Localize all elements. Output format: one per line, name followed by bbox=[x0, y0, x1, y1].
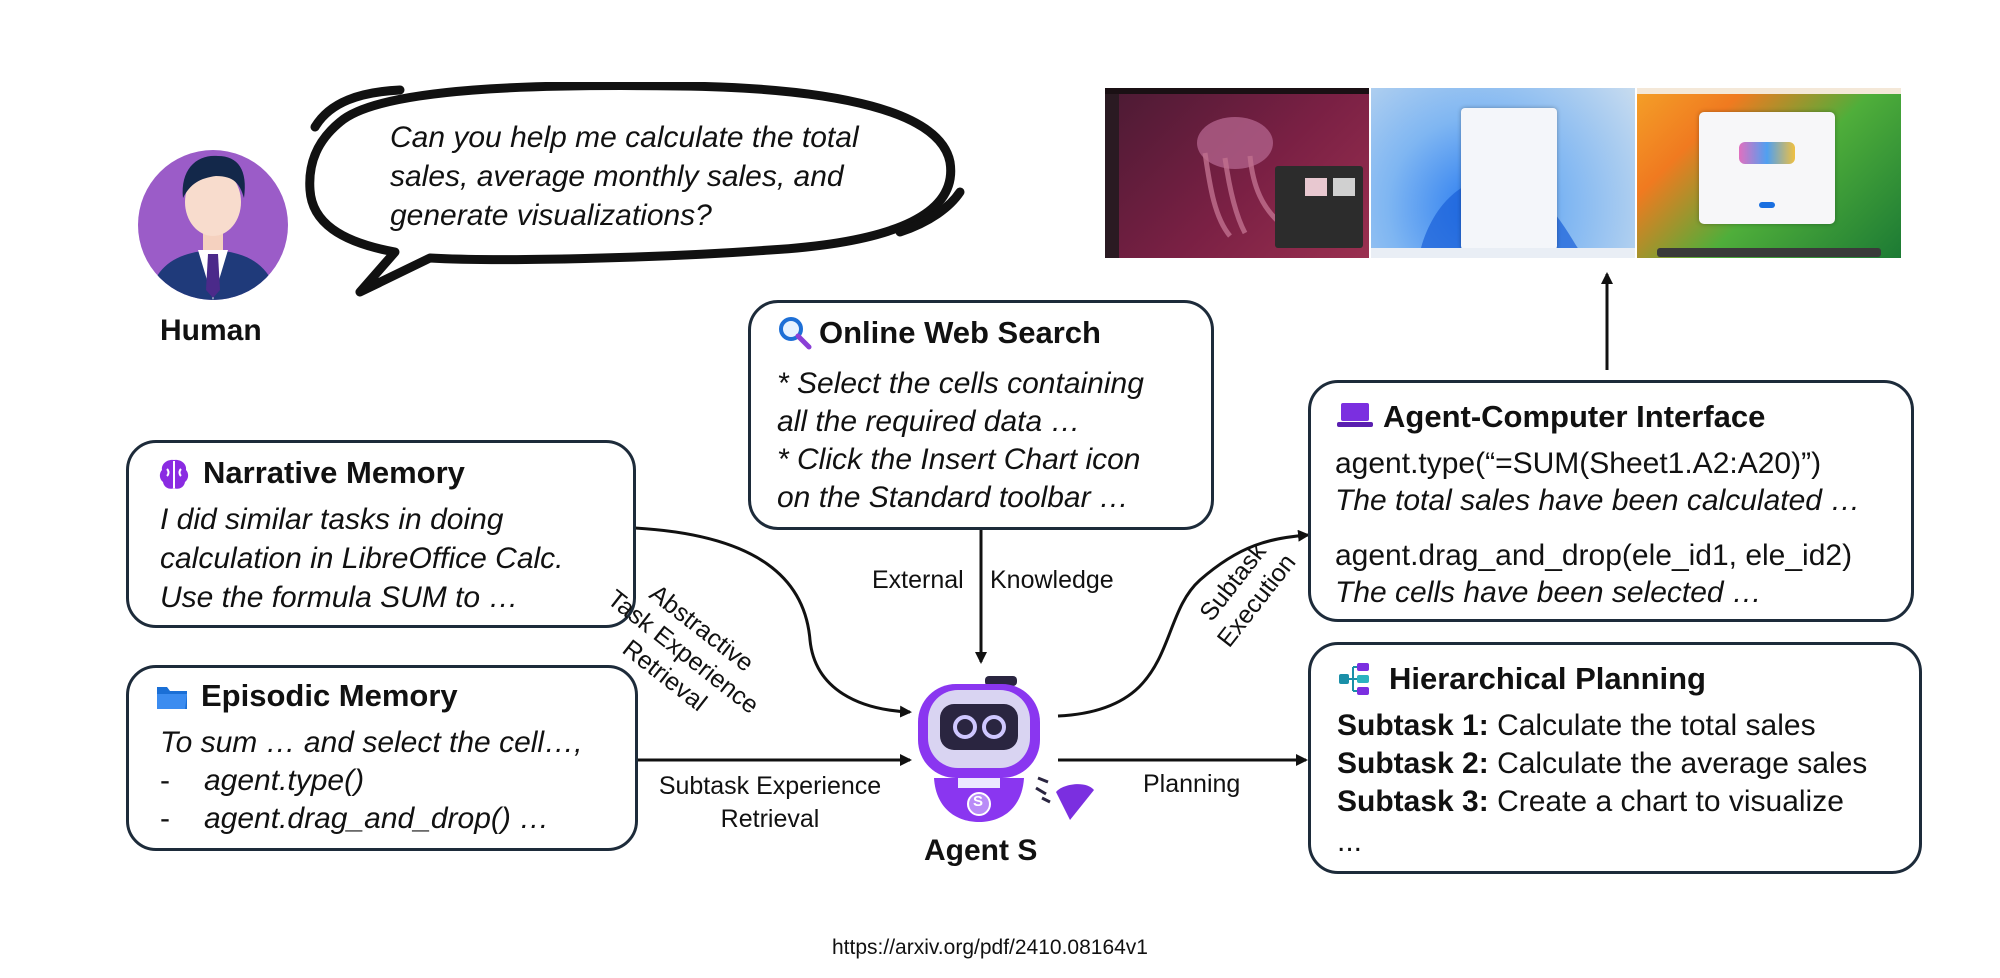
subtask-2: Subtask 2: Calculate the average sales bbox=[1337, 747, 1867, 781]
aci-title: Agent-Computer Interface bbox=[1383, 399, 1766, 434]
speech-line-3: generate visualizations? bbox=[390, 199, 712, 232]
screenshot-macos bbox=[1637, 88, 1901, 258]
speech-text: Can you help me calculate the total sale… bbox=[390, 118, 859, 235]
search-icon bbox=[779, 317, 812, 350]
windows-taskbar bbox=[1371, 248, 1635, 258]
agent-label: Agent S bbox=[924, 834, 1038, 867]
episodic-line-1: To sum … and select the cell…, bbox=[160, 726, 583, 759]
aci-code-2: agent.drag_and_drop(ele_id1, ele_id2) bbox=[1335, 539, 1853, 572]
narrative-line-1: I did similar tasks in doing bbox=[160, 503, 504, 536]
arrow-narrative-to-agent bbox=[633, 526, 912, 718]
screenshot-ubuntu bbox=[1105, 88, 1369, 258]
search-line-1: * Select the cells containing bbox=[777, 367, 1144, 400]
arrow-agent-to-aci bbox=[1057, 529, 1310, 718]
laptop-icon bbox=[1337, 403, 1373, 427]
screenshot-windows bbox=[1371, 88, 1635, 258]
label-external: External bbox=[872, 566, 964, 594]
web-search-box: Online Web Search * Select the cells con… bbox=[748, 300, 1214, 530]
subtask-ellipsis: ... bbox=[1337, 825, 1363, 858]
search-line-2: all the required data … bbox=[777, 405, 1081, 438]
subtask-3-label: Subtask 3: bbox=[1337, 785, 1489, 818]
speech-line-2: sales, average monthly sales, and bbox=[390, 160, 844, 193]
macos-dock bbox=[1657, 248, 1881, 257]
aci-result-2: The cells have been selected … bbox=[1335, 576, 1762, 609]
ubuntu-dock bbox=[1105, 88, 1119, 258]
subtask-2-label: Subtask 2: bbox=[1337, 747, 1489, 780]
planning-title: Hierarchical Planning bbox=[1389, 661, 1706, 696]
speech-bubble bbox=[305, 82, 965, 297]
search-line-3: * Click the Insert Chart icon bbox=[777, 443, 1141, 476]
label-knowledge: Knowledge bbox=[990, 566, 1114, 594]
subtask-1-label: Subtask 1: bbox=[1337, 709, 1489, 742]
aci-code-1: agent.type(“=SUM(Sheet1.A2:A20)”) bbox=[1335, 447, 1822, 480]
search-line-4: on the Standard toolbar … bbox=[777, 481, 1129, 514]
jellyfish-graphic bbox=[1197, 117, 1282, 238]
folder-icon bbox=[157, 687, 187, 709]
agent-robot: S bbox=[910, 670, 1100, 830]
macos-menubar bbox=[1637, 88, 1901, 94]
subtask-2-text: Calculate the average sales bbox=[1497, 747, 1868, 780]
windows-start-menu bbox=[1461, 108, 1557, 250]
subtask-exp-line-2: Retrieval bbox=[720, 805, 820, 833]
narrative-memory-box: Narrative Memory I did similar tasks in … bbox=[126, 440, 636, 628]
brain-icon bbox=[159, 459, 189, 489]
episodic-memory-title: Episodic Memory bbox=[201, 678, 458, 713]
human-avatar bbox=[138, 140, 288, 300]
narrative-line-2: calculation in LibreOffice Calc. bbox=[160, 542, 564, 575]
speech-line-1: Can you help me calculate the total bbox=[390, 121, 859, 154]
aci-result-1: The total sales have been calculated … bbox=[1335, 484, 1861, 517]
episodic-line-2: agent.type() bbox=[204, 764, 365, 797]
subtask-3: Subtask 3: Create a chart to visualize bbox=[1337, 785, 1844, 819]
web-search-title: Online Web Search bbox=[819, 315, 1101, 350]
ubuntu-window bbox=[1275, 166, 1363, 248]
footer-url: https://arxiv.org/pdf/2410.08164v1 bbox=[832, 936, 1148, 959]
narrative-memory-title: Narrative Memory bbox=[203, 455, 465, 490]
subtask-exp-line-1: Subtask Experience bbox=[658, 772, 882, 800]
subtask-3-text: Create a chart to visualize bbox=[1497, 785, 1844, 818]
label-subtask-experience: Subtask Experience Retrieval bbox=[640, 770, 900, 836]
subtask-1: Subtask 1: Calculate the total sales bbox=[1337, 709, 1816, 743]
macos-window bbox=[1699, 112, 1835, 224]
episodic-bullet-1: - bbox=[160, 764, 170, 797]
human-label: Human bbox=[160, 314, 262, 347]
hierarchy-icon bbox=[1339, 663, 1369, 695]
agent-badge: S bbox=[973, 793, 984, 810]
subtask-1-text: Calculate the total sales bbox=[1497, 709, 1816, 742]
episodic-line-3: agent.drag_and_drop() … bbox=[204, 802, 550, 835]
planning-box: Hierarchical Planning Subtask 1: Calcula… bbox=[1308, 642, 1922, 874]
narrative-line-3: Use the formula SUM to … bbox=[160, 581, 519, 614]
episodic-bullet-2: - bbox=[160, 802, 170, 835]
label-planning: Planning bbox=[1143, 770, 1241, 798]
episodic-memory-box: Episodic Memory To sum … and select the … bbox=[126, 665, 638, 851]
aci-box: Agent-Computer Interface agent.type(“=SU… bbox=[1308, 380, 1914, 622]
ubuntu-topbar bbox=[1105, 88, 1369, 94]
